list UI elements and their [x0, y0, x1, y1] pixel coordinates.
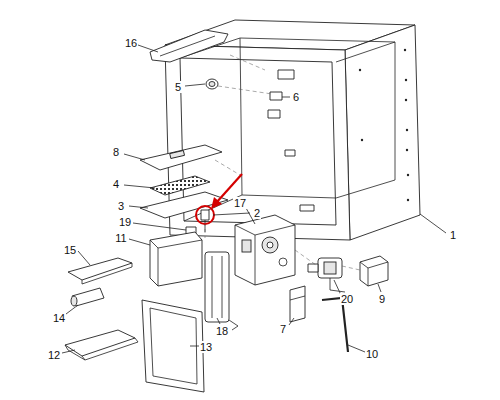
- callout-number: 14: [52, 312, 66, 324]
- callout-number: 8: [112, 146, 120, 158]
- callout-number: 17: [233, 197, 247, 209]
- callout-number: 18: [215, 325, 229, 337]
- callout-number: 7: [279, 323, 287, 335]
- bracket: [290, 286, 305, 322]
- cylinder: [71, 288, 104, 306]
- callout-number: 13: [199, 341, 213, 353]
- callout-number: 10: [365, 348, 379, 360]
- grille: [150, 176, 210, 195]
- callout-number: 3: [117, 200, 125, 212]
- callout-number: 12: [47, 349, 61, 361]
- knob: [206, 79, 218, 89]
- switch: [201, 210, 209, 232]
- panel: [142, 300, 204, 392]
- top-trim: [150, 30, 228, 62]
- clip: [270, 92, 282, 100]
- housing: [165, 20, 420, 240]
- callout-number: 20: [340, 293, 354, 305]
- callout-number: 1: [449, 229, 457, 241]
- callout-number: 15: [63, 244, 77, 256]
- callout-number: 11: [114, 232, 127, 244]
- callout-number: 5: [174, 81, 182, 93]
- callout-number: 6: [292, 91, 300, 103]
- cover-plate: [140, 145, 222, 170]
- callout-number: 16: [124, 37, 138, 49]
- callout-number: 4: [112, 178, 120, 190]
- heater-bar: [205, 252, 238, 330]
- drip-tray: [65, 330, 138, 360]
- lever: [68, 258, 132, 284]
- motor-assembly: [235, 215, 295, 285]
- solenoid: [360, 256, 388, 286]
- callout-number: 19: [118, 216, 132, 228]
- callout-number: 2: [253, 207, 261, 219]
- leader-lines: [62, 45, 446, 353]
- bracket: [150, 232, 202, 286]
- callout-number: 9: [378, 293, 386, 305]
- assembly-lines: [205, 55, 360, 270]
- rod: [322, 298, 348, 352]
